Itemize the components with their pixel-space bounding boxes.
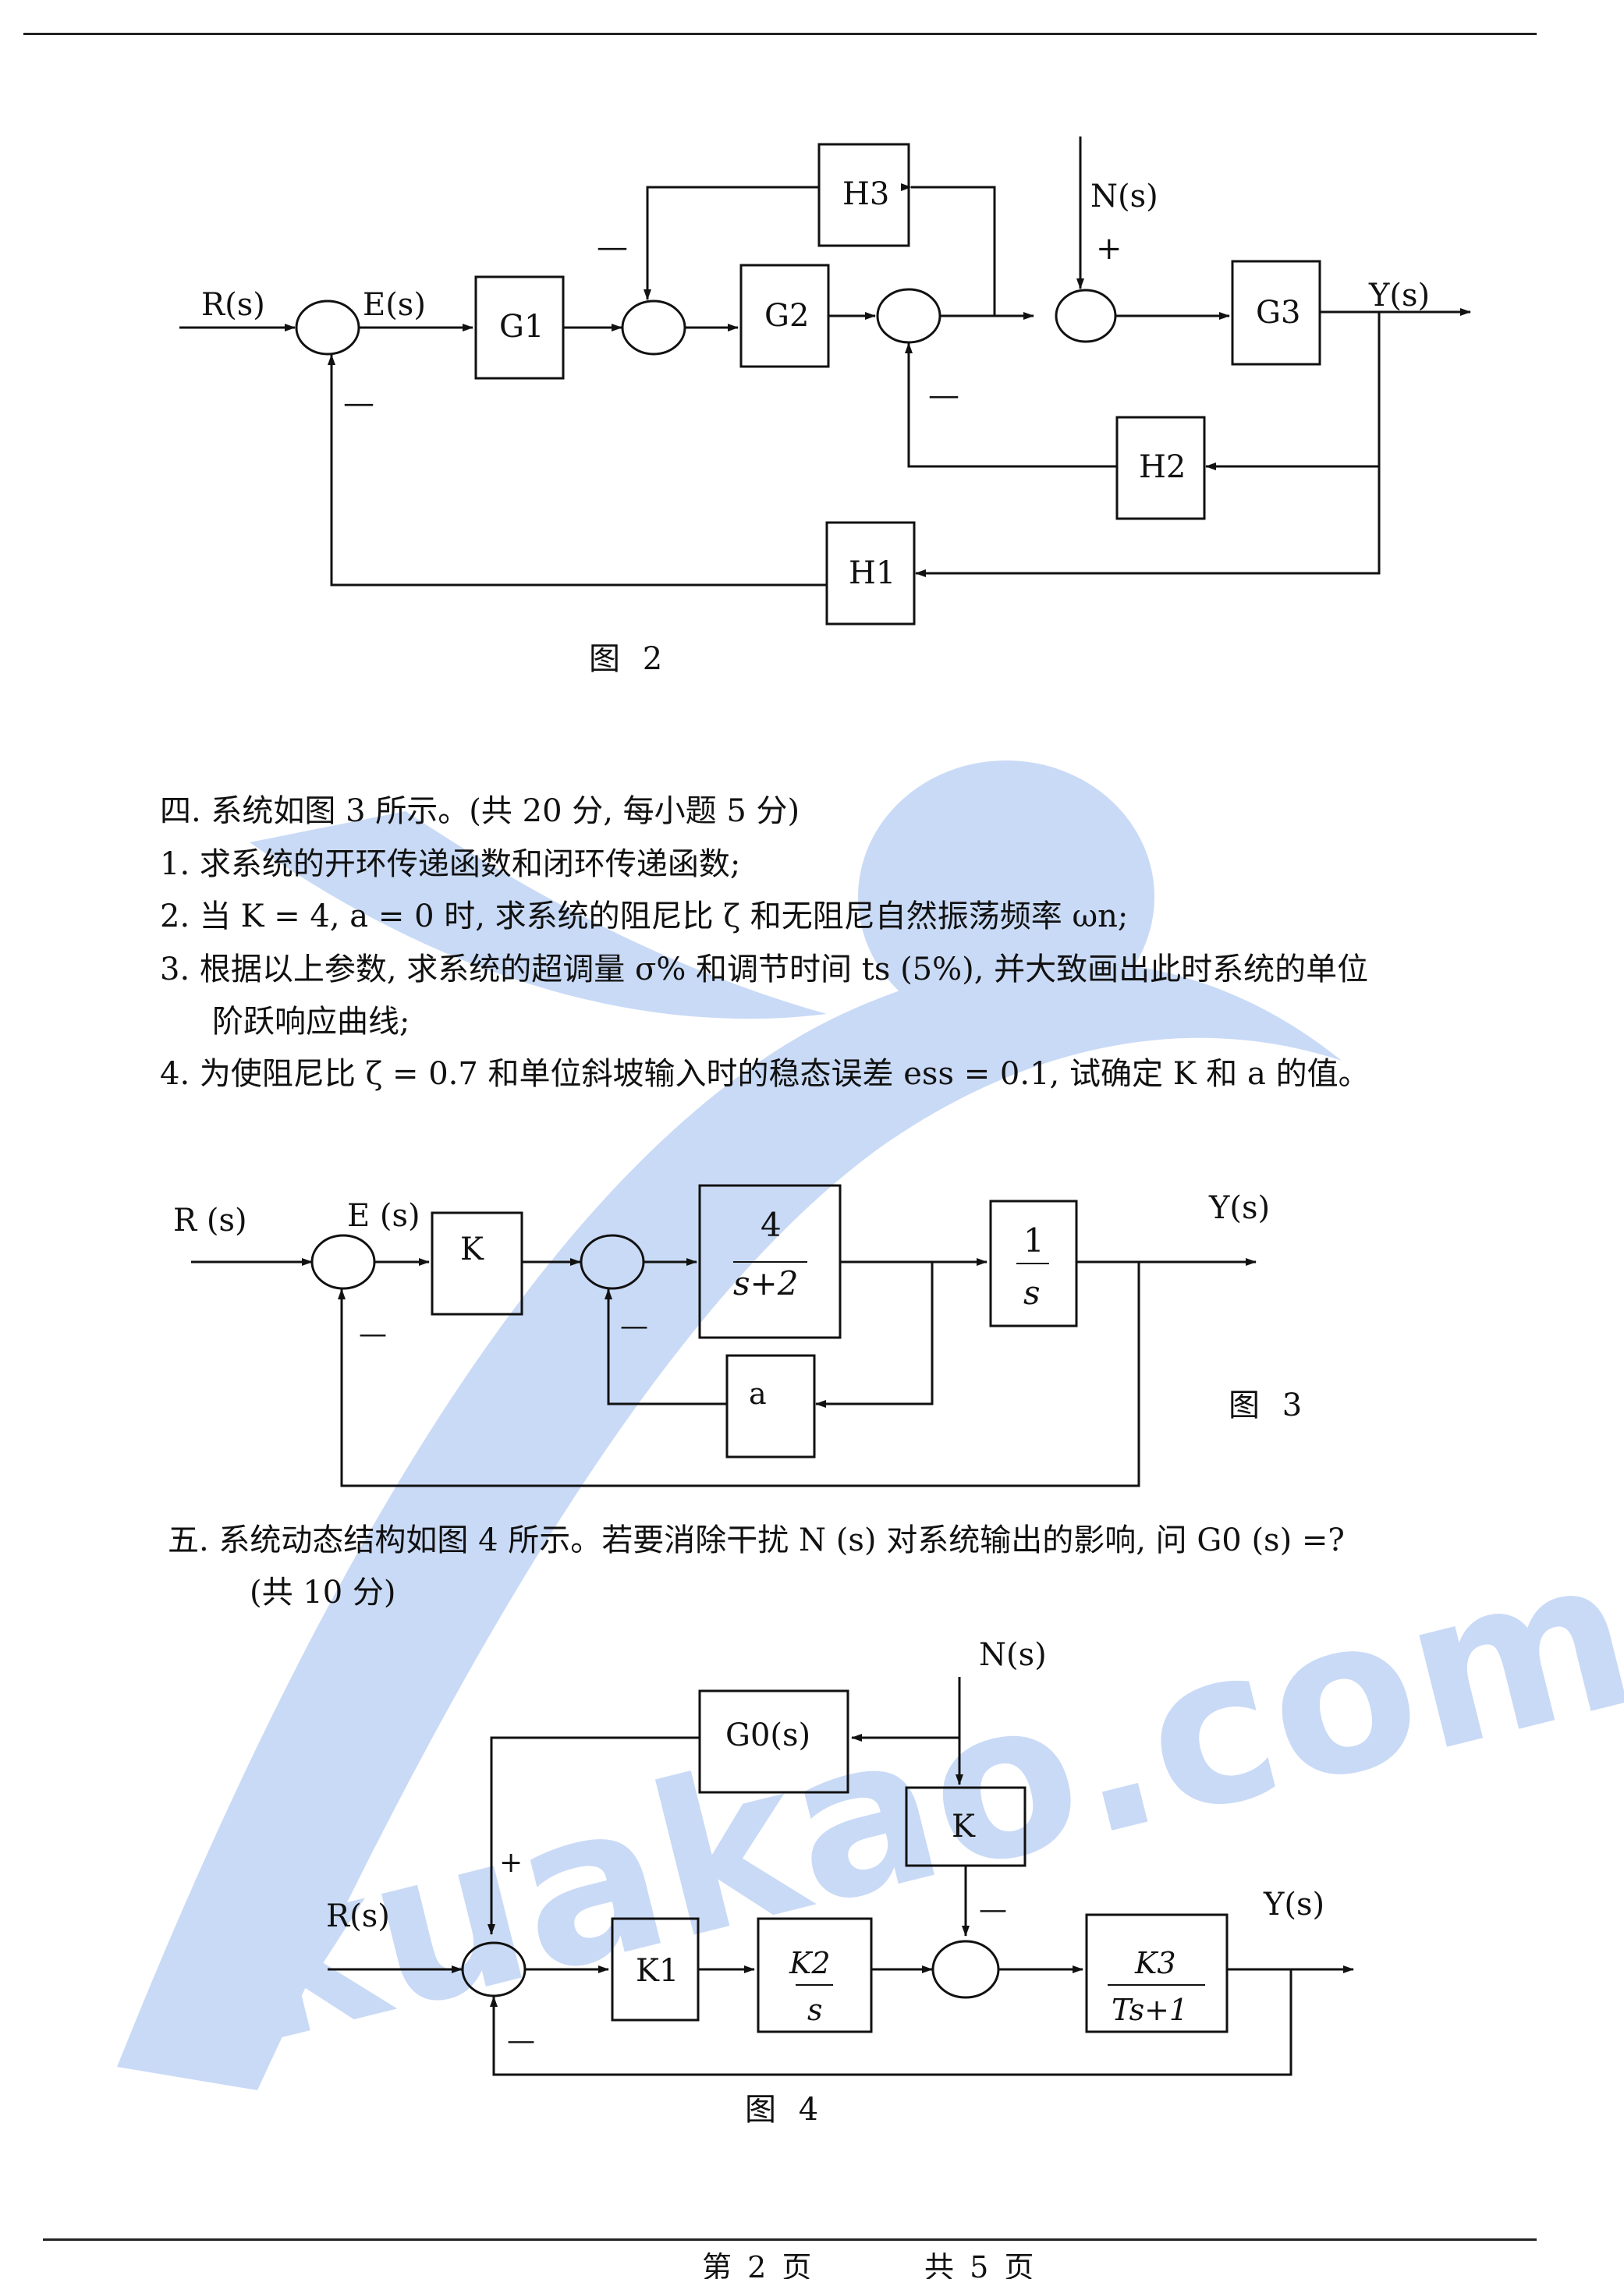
fig2-output-label: Y(s) — [1368, 278, 1430, 314]
section-4-heading: 四. 系统如图 3 所示。(共 20 分, 每小题 5 分) — [160, 793, 800, 829]
block-k2-s — [757, 1917, 873, 2033]
block-h3-label: H3 — [842, 176, 889, 212]
fig4-minus-sign-k: — — [979, 1894, 1007, 1926]
fig3-minus-sign-inner: — — [620, 1310, 648, 1342]
block-k3-denominator: Ts+1 — [1112, 1993, 1188, 2027]
fig2-minus-sign-h1: — — [343, 385, 374, 421]
fig3-input-label: R (s) — [173, 1203, 247, 1239]
summing-junction-1 — [310, 1234, 376, 1290]
fig2-input-label: R(s) — [201, 287, 265, 323]
watermark-ball — [858, 760, 1154, 1033]
block-k2-denominator: s — [807, 1993, 823, 2027]
block-a — [725, 1354, 816, 1458]
fig3-output-label: Y(s) — [1208, 1190, 1270, 1226]
figure-2 — [179, 136, 1471, 626]
summing-junction-2 — [621, 299, 686, 356]
block-g3-label: G3 — [1256, 295, 1300, 331]
fig4-plus-sign: + — [499, 1847, 523, 1879]
block-plant-denominator: s+2 — [733, 1264, 798, 1303]
block-k3 — [1085, 1913, 1229, 2033]
block-k1-label: K1 — [636, 1953, 679, 1989]
section-5-line-1: 五. 系统动态结构如图 4 所示。若要消除干扰 N (s) 对系统输出的影响, … — [168, 1522, 1345, 1558]
figure-3-caption: 图 3 — [1229, 1388, 1308, 1423]
watermark-swoosh-top — [250, 811, 827, 1019]
fig3-minus-sign-outer: — — [359, 1318, 387, 1350]
summing-junction-2 — [931, 1940, 1000, 1999]
footer-total: 共 5 页 — [924, 2250, 1037, 2279]
fig4-input-label: R(s) — [326, 1898, 390, 1934]
section-4-item-1: 1. 求系统的开环传递函数和闭环传递函数; — [160, 846, 741, 882]
block-h1-label: H1 — [849, 555, 895, 591]
block-k2-numerator: K2 — [789, 1946, 831, 1980]
block-g0-label: G0(s) — [725, 1717, 810, 1753]
figure-4 — [328, 1677, 1354, 2076]
block-plant-numerator: 4 — [761, 1206, 782, 1244]
section-4-item-4: 4. 为使阻尼比 ζ = 0.7 和单位斜坡输入时的稳态误差 ess = 0.1… — [160, 1056, 1370, 1092]
fig3-error-label: E (s) — [347, 1198, 420, 1234]
figure-2-labels: R(s) E(s) N(s) Y(s) + — — — G1 G2 G3 H3 … — [201, 176, 1430, 677]
bottom-rule — [43, 2238, 1537, 2241]
fig2-disturbance-label: N(s) — [1090, 179, 1158, 214]
block-a-label: a — [749, 1377, 767, 1411]
fig2-minus-sign-h2: — — [928, 377, 959, 413]
top-rule — [23, 33, 1537, 35]
block-h2-label: H2 — [1139, 449, 1186, 485]
figure-2-caption: 图 2 — [589, 641, 668, 677]
section-5-line-2: (共 10 分) — [250, 1575, 396, 1611]
figure-3 — [191, 1184, 1257, 1487]
block-integrator — [989, 1200, 1078, 1327]
block-g1-label: G1 — [499, 309, 544, 345]
summing-junction-4 — [1055, 289, 1117, 343]
block-integrator-denominator: s — [1023, 1274, 1041, 1312]
summing-junction-1 — [295, 299, 360, 356]
figure-4-labels: N(s) R(s) Y(s) + — — G0(s) K K1 K2 s K3 … — [326, 1637, 1324, 2128]
summing-junction-3 — [876, 288, 941, 344]
block-h2 — [1115, 416, 1206, 520]
fig2-plus-sign: + — [1096, 231, 1122, 267]
fig4-disturbance-label: N(s) — [979, 1637, 1047, 1673]
block-h1 — [825, 521, 916, 626]
block-k — [431, 1211, 523, 1316]
figure-4-caption: 图 4 — [745, 2092, 824, 2128]
figure-3-labels: R (s) E (s) Y(s) — — K 4 s+2 1 s a 图 3 — [173, 1190, 1308, 1423]
fig4-minus-sign-feedback: — — [507, 2025, 535, 2057]
block-k3-numerator: K3 — [1134, 1946, 1176, 1980]
fig4-output-label: Y(s) — [1263, 1887, 1324, 1923]
block-k-label: K — [460, 1232, 484, 1267]
block-g0 — [698, 1689, 849, 1794]
footer-page: 第 2 页 — [702, 2250, 815, 2279]
fig2-error-label: E(s) — [363, 287, 426, 323]
summing-junction-2 — [580, 1234, 645, 1290]
section-4-item-3: 3. 根据以上参数, 求系统的超调量 σ% 和调节时间 ts (5%), 并大致… — [160, 952, 1369, 987]
block-integrator-numerator: 1 — [1023, 1221, 1044, 1260]
section-4-item-3-cont: 阶跃响应曲线; — [212, 1004, 410, 1040]
fig2-minus-sign-h3: — — [597, 229, 628, 265]
summing-junction-1 — [461, 1941, 527, 1997]
block-k-label: K — [952, 1809, 976, 1845]
section-4-item-2: 2. 当 K = 4, a = 0 时, 求系统的阻尼比 ζ 和无阻尼自然振荡频… — [160, 898, 1129, 934]
block-g2-label: G2 — [764, 298, 809, 334]
block-h3 — [817, 143, 910, 247]
